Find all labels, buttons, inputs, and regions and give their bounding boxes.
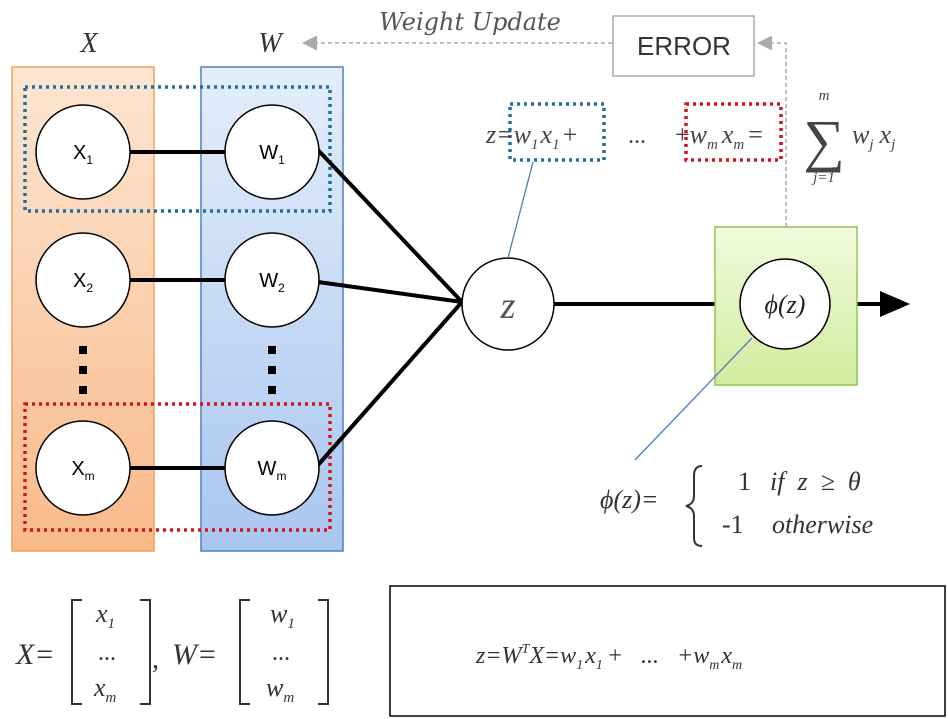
blue-dotted-highlight-row1 — [23, 85, 332, 213]
connector-net-input — [507, 161, 534, 259]
matrix-form-equation: z=WTX=w1x1+ ... +wmxm — [475, 642, 742, 673]
svg-text:wm: wm — [266, 673, 294, 706]
red-dotted-highlight-rowm — [23, 402, 332, 532]
svg-text:z=w1x1+: z=w1x1+ — [485, 120, 577, 153]
node-x1: X1 — [35, 104, 131, 200]
edge-w2-z — [317, 280, 463, 304]
svg-text:ϕ(z): ϕ(z) — [765, 290, 806, 319]
node-w1: W1 — [224, 104, 320, 200]
svg-text:X2: X2 — [73, 270, 93, 295]
output-arrowhead — [880, 291, 910, 317]
svg-text:X=: X= — [15, 638, 55, 671]
w-ellipsis — [268, 346, 276, 394]
svg-text:∑: ∑ — [803, 108, 844, 173]
svg-text:w1: w1 — [270, 599, 295, 632]
blue-dotted-term-box — [508, 102, 606, 162]
svg-text:ϕ(z)=: ϕ(z)= — [600, 485, 658, 514]
svg-text:otherwise: otherwise — [772, 510, 873, 539]
svg-text:Xm: Xm — [71, 458, 94, 483]
svg-text:if z ≥ θ: if z ≥ θ — [770, 467, 861, 496]
svg-text:W1: W1 — [259, 142, 285, 167]
weight-update-label: Weight Update — [379, 8, 561, 36]
x-right-bracket — [140, 599, 151, 705]
svg-text:,: , — [152, 644, 159, 675]
vector-definitions: X= x1 ... xm , W= w1 ... wm — [15, 599, 329, 706]
svg-text:z: z — [500, 285, 516, 327]
error-label: ERROR — [637, 31, 731, 61]
net-input-node: z — [461, 257, 555, 351]
w-right-bracket — [318, 599, 329, 705]
node-wm: Wm — [224, 420, 320, 516]
svg-text:W=: W= — [172, 638, 217, 671]
w-left-bracket — [239, 599, 250, 705]
svg-text:-1: -1 — [722, 510, 744, 539]
svg-text:xm: xm — [93, 673, 117, 706]
x-column-header: X — [79, 28, 98, 59]
svg-text:...: ... — [98, 640, 116, 666]
svg-text:j=1: j=1 — [811, 170, 835, 186]
activation-definition: ϕ(z)= 1 if z ≥ θ -1 otherwise — [600, 465, 873, 547]
left-brace — [685, 465, 703, 547]
svg-text:W2: W2 — [259, 270, 285, 295]
svg-text:1: 1 — [738, 467, 751, 496]
svg-text:X1: X1 — [73, 142, 93, 167]
x-ellipsis — [79, 346, 87, 394]
svg-text:x1: x1 — [95, 599, 115, 632]
svg-text:+wmxm=: +wmxm= — [675, 120, 763, 153]
x-left-bracket — [71, 599, 82, 705]
svg-text:m: m — [819, 88, 830, 104]
error-box — [612, 15, 755, 77]
svg-text:...: ... — [272, 640, 290, 666]
feedback-path-error — [757, 35, 787, 227]
svg-text:Wm: Wm — [258, 458, 287, 483]
edge-w1-z — [316, 148, 464, 304]
matrix-form-box — [389, 585, 946, 717]
svg-text:...: ... — [628, 123, 646, 149]
connector-activation-def — [634, 337, 753, 461]
edge-wm-z — [316, 300, 464, 467]
activation-node: ϕ(z) — [739, 258, 831, 350]
node-xm: Xm — [35, 420, 131, 516]
node-w2: W2 — [224, 232, 320, 328]
node-x2: X2 — [35, 232, 131, 328]
w-column-header: W — [258, 28, 284, 59]
red-dotted-term-box — [684, 102, 783, 162]
